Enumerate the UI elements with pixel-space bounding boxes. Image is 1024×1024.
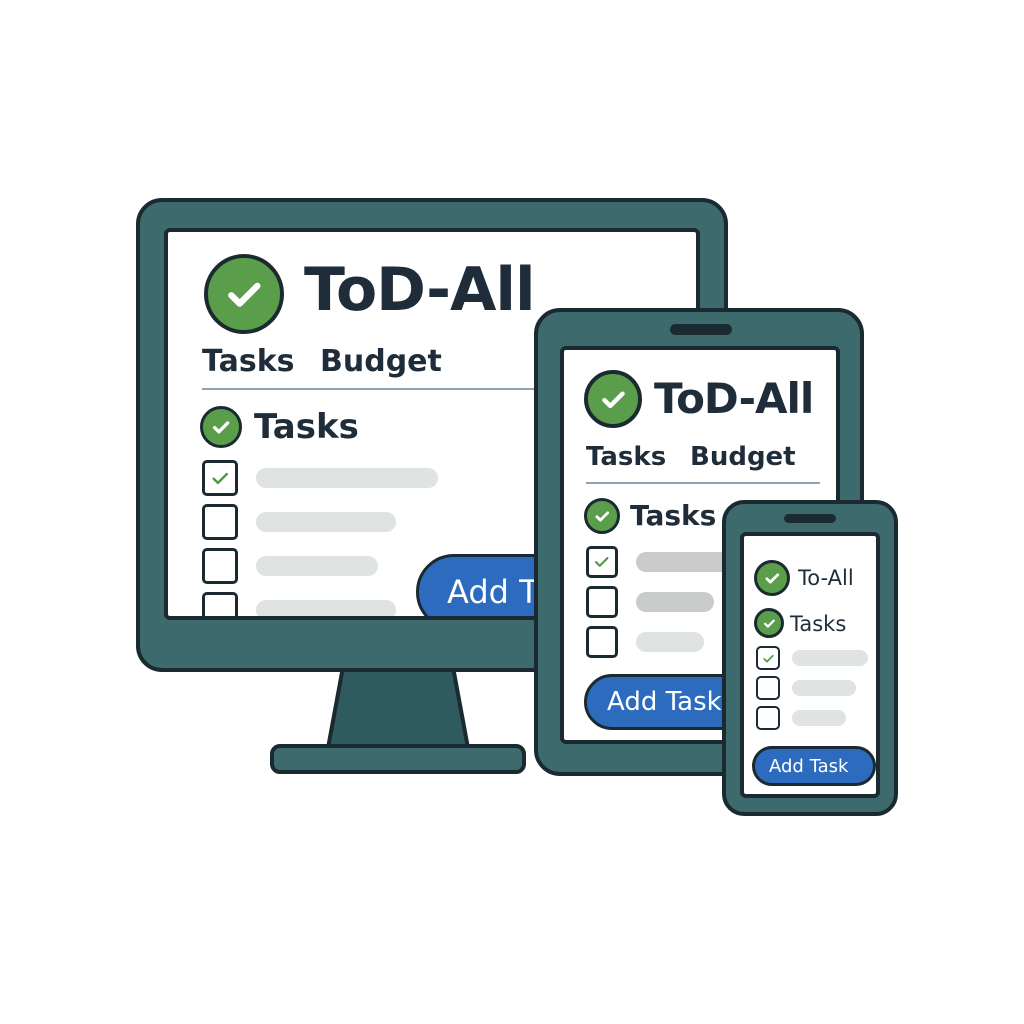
check-circle-icon — [200, 406, 242, 448]
task-placeholder — [256, 468, 438, 488]
section-title: Tasks — [790, 612, 847, 636]
check-circle-icon — [584, 498, 620, 534]
task-checkbox[interactable] — [202, 460, 238, 496]
check-circle-icon — [754, 560, 790, 596]
checkmark-icon — [212, 472, 228, 484]
task-placeholder — [792, 680, 856, 696]
tab-tasks[interactable]: Tasks — [586, 442, 667, 472]
tab-budget[interactable]: Budget — [320, 344, 442, 379]
checkmark-icon — [762, 654, 774, 662]
task-checkbox[interactable] — [586, 546, 618, 578]
check-circle-icon — [204, 254, 284, 334]
checkmark-icon — [595, 557, 609, 568]
task-checkbox[interactable] — [756, 706, 780, 730]
phone-screen: To-All Tasks Add Task — [740, 532, 880, 798]
app-title: ToD-All — [654, 374, 814, 423]
tab-tasks[interactable]: Tasks — [202, 344, 295, 379]
task-placeholder — [256, 556, 378, 576]
task-placeholder — [636, 632, 704, 652]
task-checkbox[interactable] — [756, 646, 780, 670]
phone: To-All Tasks Add Task — [722, 500, 898, 816]
task-checkbox[interactable] — [756, 676, 780, 700]
task-checkbox[interactable] — [202, 592, 238, 616]
task-placeholder — [256, 600, 396, 616]
task-placeholder — [792, 650, 868, 666]
task-checkbox[interactable] — [202, 504, 238, 540]
section-title: Tasks — [254, 407, 359, 447]
check-circle-icon — [584, 370, 642, 428]
section-title: Tasks — [630, 499, 717, 532]
phone-speaker — [784, 514, 836, 523]
task-placeholder — [792, 710, 846, 726]
check-circle-icon — [754, 608, 784, 638]
add-task-button[interactable]: Add Task — [752, 746, 876, 786]
tab-divider — [202, 388, 582, 390]
app-title: To-All — [798, 566, 854, 590]
tab-divider — [586, 482, 820, 484]
app-title: ToD-All — [304, 255, 536, 325]
task-checkbox[interactable] — [586, 586, 618, 618]
task-placeholder — [256, 512, 396, 532]
tablet-speaker — [670, 324, 732, 335]
task-checkbox[interactable] — [202, 548, 238, 584]
tab-budget[interactable]: Budget — [690, 442, 796, 472]
task-placeholder — [636, 592, 714, 612]
task-checkbox[interactable] — [586, 626, 618, 658]
